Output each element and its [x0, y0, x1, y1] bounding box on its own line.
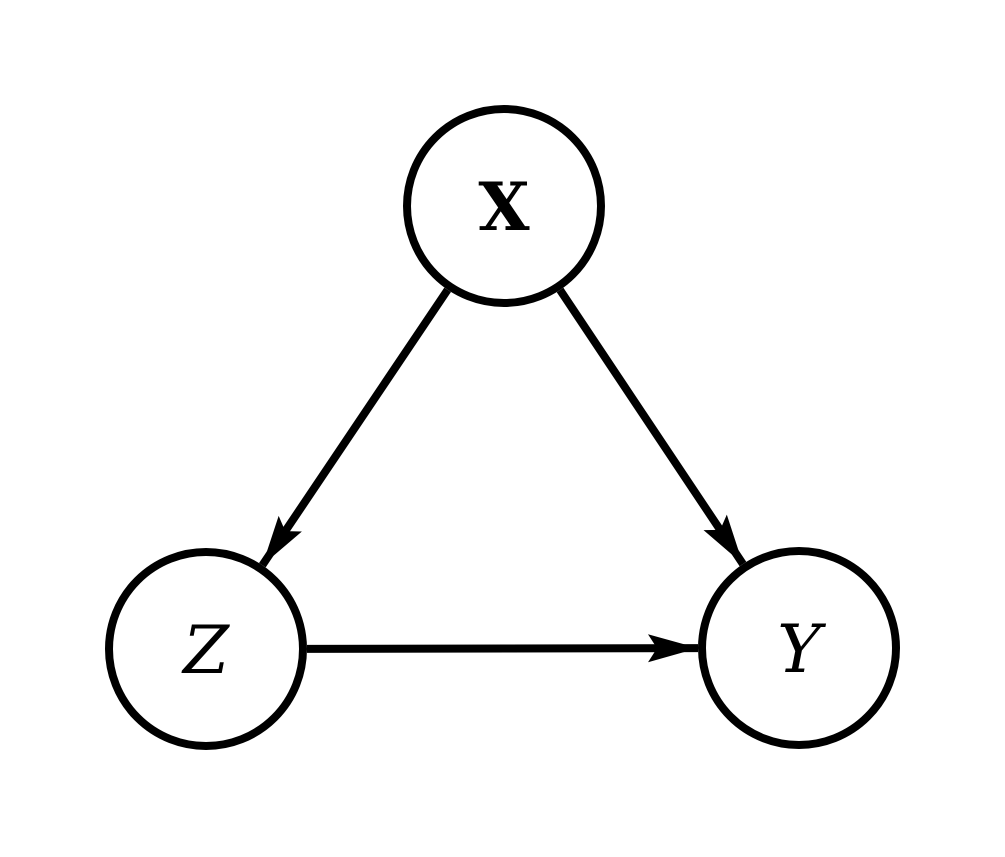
node-Y: Y — [698, 547, 900, 749]
node-circle-Y — [698, 547, 900, 749]
node-label-Z: Z — [181, 612, 230, 689]
nodes-layer: X Z Y — [105, 105, 900, 750]
edge-X-Y — [556, 287, 747, 567]
node-X: X — [403, 105, 605, 307]
node-circle-Z — [105, 548, 307, 750]
node-label-X: X — [478, 168, 530, 246]
edge-Z-Y — [306, 634, 699, 663]
node-Z: Z — [105, 548, 307, 750]
node-label-Y: Y — [777, 611, 826, 688]
node-circle-X — [403, 105, 605, 307]
edge-X-Z — [259, 287, 451, 568]
edges-layer — [259, 287, 747, 663]
